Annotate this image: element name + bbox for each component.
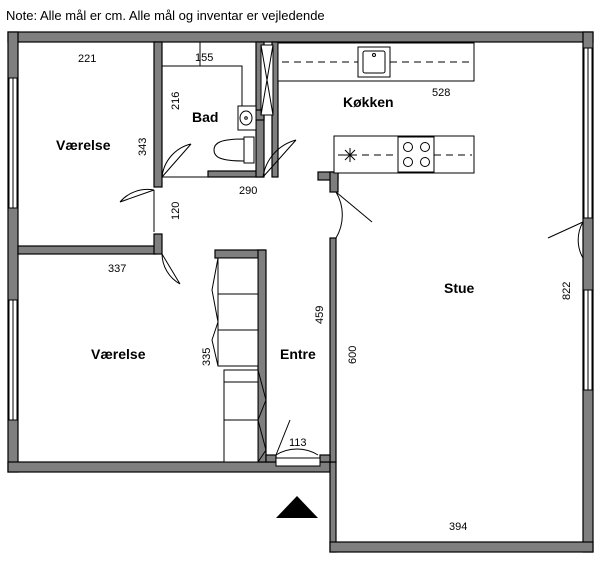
windows	[8, 47, 593, 421]
room-label-vaerelse-1: Værelse	[56, 137, 111, 153]
dim-vaerelse-2-depth: 335	[201, 348, 213, 366]
bathroom-fixtures	[162, 42, 257, 164]
kitchen-bottom-counter	[333, 135, 475, 174]
dim-entre-depth: 459	[314, 306, 326, 324]
stove-icon	[397, 136, 435, 173]
dim-gang-depth: 120	[170, 202, 182, 220]
kitchen-sink-icon	[357, 46, 391, 78]
sink-icon	[237, 105, 257, 131]
room-label-stue: Stue	[444, 280, 475, 296]
plan-note: Note: Alle mål er cm. Alle mål og invent…	[6, 8, 325, 23]
entrance-arrow-icon	[276, 496, 318, 518]
dim-vaerelse-1-depth: 343	[137, 138, 149, 156]
dim-kokken-width: 528	[432, 87, 450, 99]
fridge-icon	[260, 44, 274, 116]
outer-walls	[7, 31, 594, 553]
room-label-entre: Entre	[280, 346, 316, 362]
dim-stue-width: 394	[449, 521, 467, 533]
closets	[211, 257, 267, 463]
room-label-bad: Bad	[192, 109, 218, 125]
toilet-icon	[213, 136, 255, 164]
dim-stue-length: 822	[561, 282, 573, 300]
fan-icon	[343, 148, 357, 162]
doors	[119, 139, 584, 467]
kitchen-top-counter	[260, 42, 475, 116]
dim-vaerelse-2-width: 337	[108, 263, 126, 275]
dim-stue-depth: 600	[347, 346, 359, 364]
dim-bad-width: 155	[195, 52, 213, 64]
room-label-kokken: Køkken	[343, 94, 394, 110]
dim-vaerelse-1-width: 221	[78, 53, 96, 65]
dim-entre-door: 113	[289, 437, 307, 449]
dim-bad-depth: 216	[170, 92, 182, 110]
room-label-vaerelse-2: Værelse	[91, 346, 146, 362]
dim-gang-width: 290	[239, 185, 257, 197]
